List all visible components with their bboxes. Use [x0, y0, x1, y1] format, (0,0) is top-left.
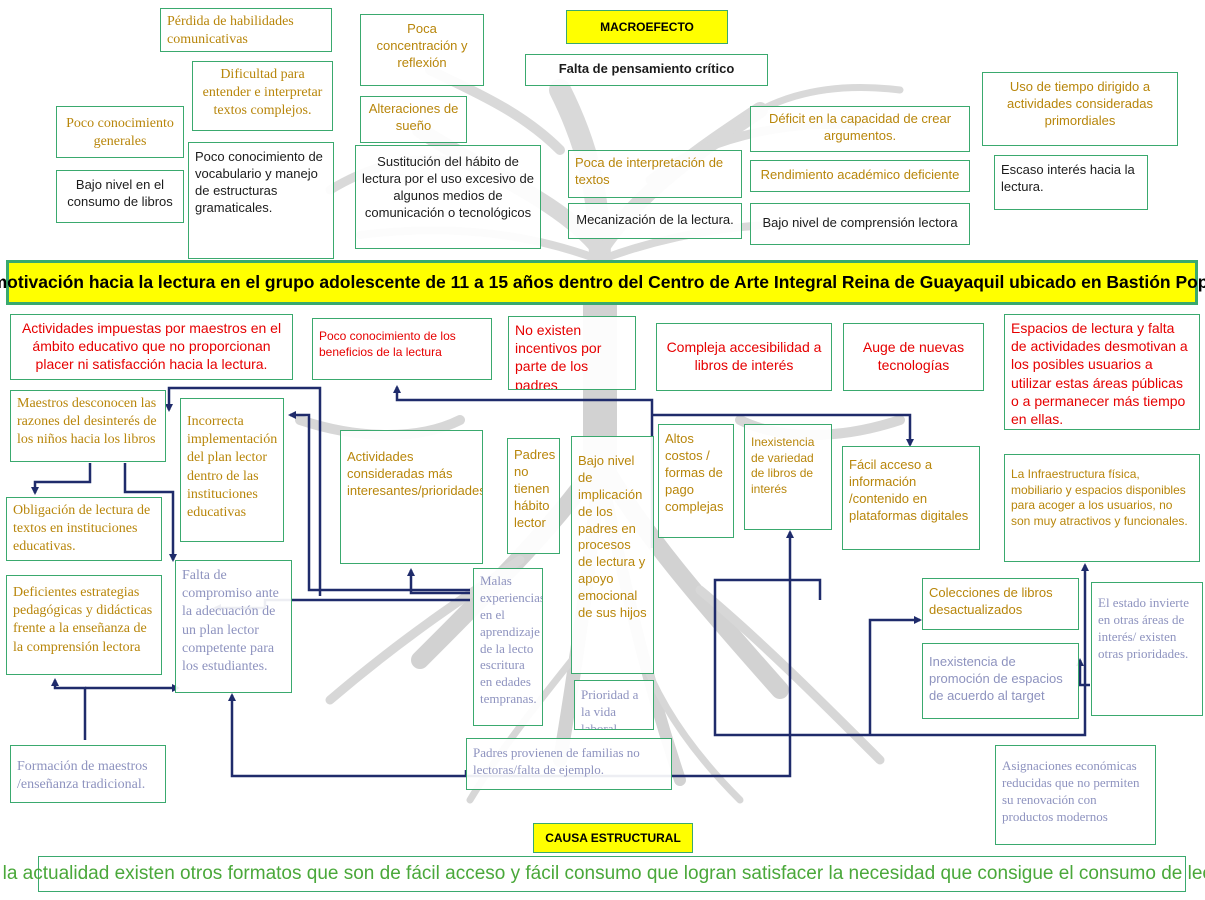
- cause-espacios-lectura: Espacios de lectura y falta de actividad…: [1004, 314, 1200, 430]
- cause-actividades-impuestas: Actividades impuestas por maestros en el…: [10, 314, 293, 380]
- subcause-inexistencia-promocion: Inexistencia de promoción de espacios de…: [922, 643, 1079, 719]
- effect-poca-interpretacion: Poca de interpretación de textos: [568, 150, 742, 198]
- subcause-formacion-maestros: Formación de maestros /enseñanza tradici…: [10, 745, 166, 803]
- effect-poco-conocimiento-generales: Poco conocimiento generales: [56, 106, 184, 158]
- effect-escaso-interes: Escaso interés hacia la lectura.: [994, 155, 1148, 210]
- effect-rendimiento: Rendimiento académico deficiente: [750, 160, 970, 192]
- subcause-deficientes-estrategias: Deficientes estrategias pedagógicas y di…: [6, 575, 162, 675]
- subcause-falta-compromiso: Falta de compromiso ante la adecuación d…: [175, 560, 292, 693]
- cause-compleja-accesibilidad: Compleja accesibilidad a libros de inter…: [656, 323, 832, 391]
- subcause-infraestructura: La Infraestructura física, mobiliario y …: [1004, 454, 1200, 562]
- effect-dificultad-entender: Dificultad para entender e interpretar t…: [192, 61, 333, 131]
- effect-mecanizacion: Mecanización de la lectura.: [568, 203, 742, 239]
- effect-deficit-argumentos: Déficit en la capacidad de crear argumen…: [750, 106, 970, 152]
- effect-poca-concentracion: Poca concentración y reflexión: [360, 14, 484, 86]
- subcause-colecciones: Colecciones de libros desactualizados: [922, 578, 1079, 630]
- macro-effect-box: Falta de pensamiento crítico: [525, 54, 768, 86]
- subcause-estado-invierte: El estado invierte en otras áreas de int…: [1091, 582, 1203, 716]
- effect-perdida-habilidades: Pérdida de habilidades comunicativas: [160, 8, 332, 52]
- cause-auge-tecnologias: Auge de nuevas tecnologías: [843, 323, 984, 391]
- effect-uso-tiempo: Uso de tiempo dirigido a actividades con…: [982, 72, 1178, 146]
- effect-bajo-comprension: Bajo nivel de comprensión lectora: [750, 203, 970, 245]
- subcause-altos-costos: Altos costos / formas de pago complejas: [658, 424, 734, 538]
- subcause-incorrecta-implementacion: Incorrecta implementación del plan lecto…: [180, 398, 284, 542]
- effect-bajo-nivel-consumo: Bajo nivel en el consumo de libros: [56, 170, 184, 223]
- bottom-statement-box: En la actualidad existen otros formatos …: [0, 856, 1205, 892]
- effect-alteraciones-sueno: Alteraciones de sueño: [360, 96, 467, 143]
- subcause-padres-familias: Padres provienen de familias no lectoras…: [466, 738, 672, 790]
- subcause-maestros-desconocen: Maestros desconocen las razones del desi…: [10, 390, 166, 462]
- cause-no-incentivos: No existen incentivos por parte de los p…: [508, 316, 636, 390]
- subcause-obligacion-lectura: Obligación de lectura de textos en insti…: [6, 497, 162, 561]
- central-problem-banner: Desmotivación hacia la lectura en el gru…: [0, 260, 1205, 305]
- subcause-prioridad-laboral: Prioridad a la vida laboral: [574, 680, 654, 730]
- causa-estructural-label: CAUSA ESTRUCTURAL: [533, 823, 693, 853]
- cause-poco-conocimiento-beneficios: Poco conocimiento de los beneficios de l…: [312, 318, 492, 380]
- subcause-asignaciones: Asignaciones económicas reducidas que no…: [995, 745, 1156, 845]
- subcause-facil-acceso: Fácil acceso a información /contenido en…: [842, 446, 980, 550]
- subcause-bajo-implicacion: Bajo nivel de implicación de los padres …: [571, 436, 654, 674]
- subcause-actividades-interesantes: Actividades consideradas más interesante…: [340, 430, 483, 564]
- subcause-malas-experiencias: Malas experiencias en el aprendizaje de …: [473, 568, 543, 726]
- subcause-inexistencia-variedad: Inexistencia de variedad de libros de in…: [744, 424, 832, 530]
- effect-sustitucion-habito: Sustitución del hábito de lectura por el…: [355, 145, 541, 249]
- macroefecto-label: MACROEFECTO: [566, 10, 728, 44]
- subcause-padres-no-habito: Padres no tienen hábito lector: [507, 438, 560, 554]
- effect-poco-vocabulario: Poco conocimiento de vocabulario y manej…: [188, 142, 334, 259]
